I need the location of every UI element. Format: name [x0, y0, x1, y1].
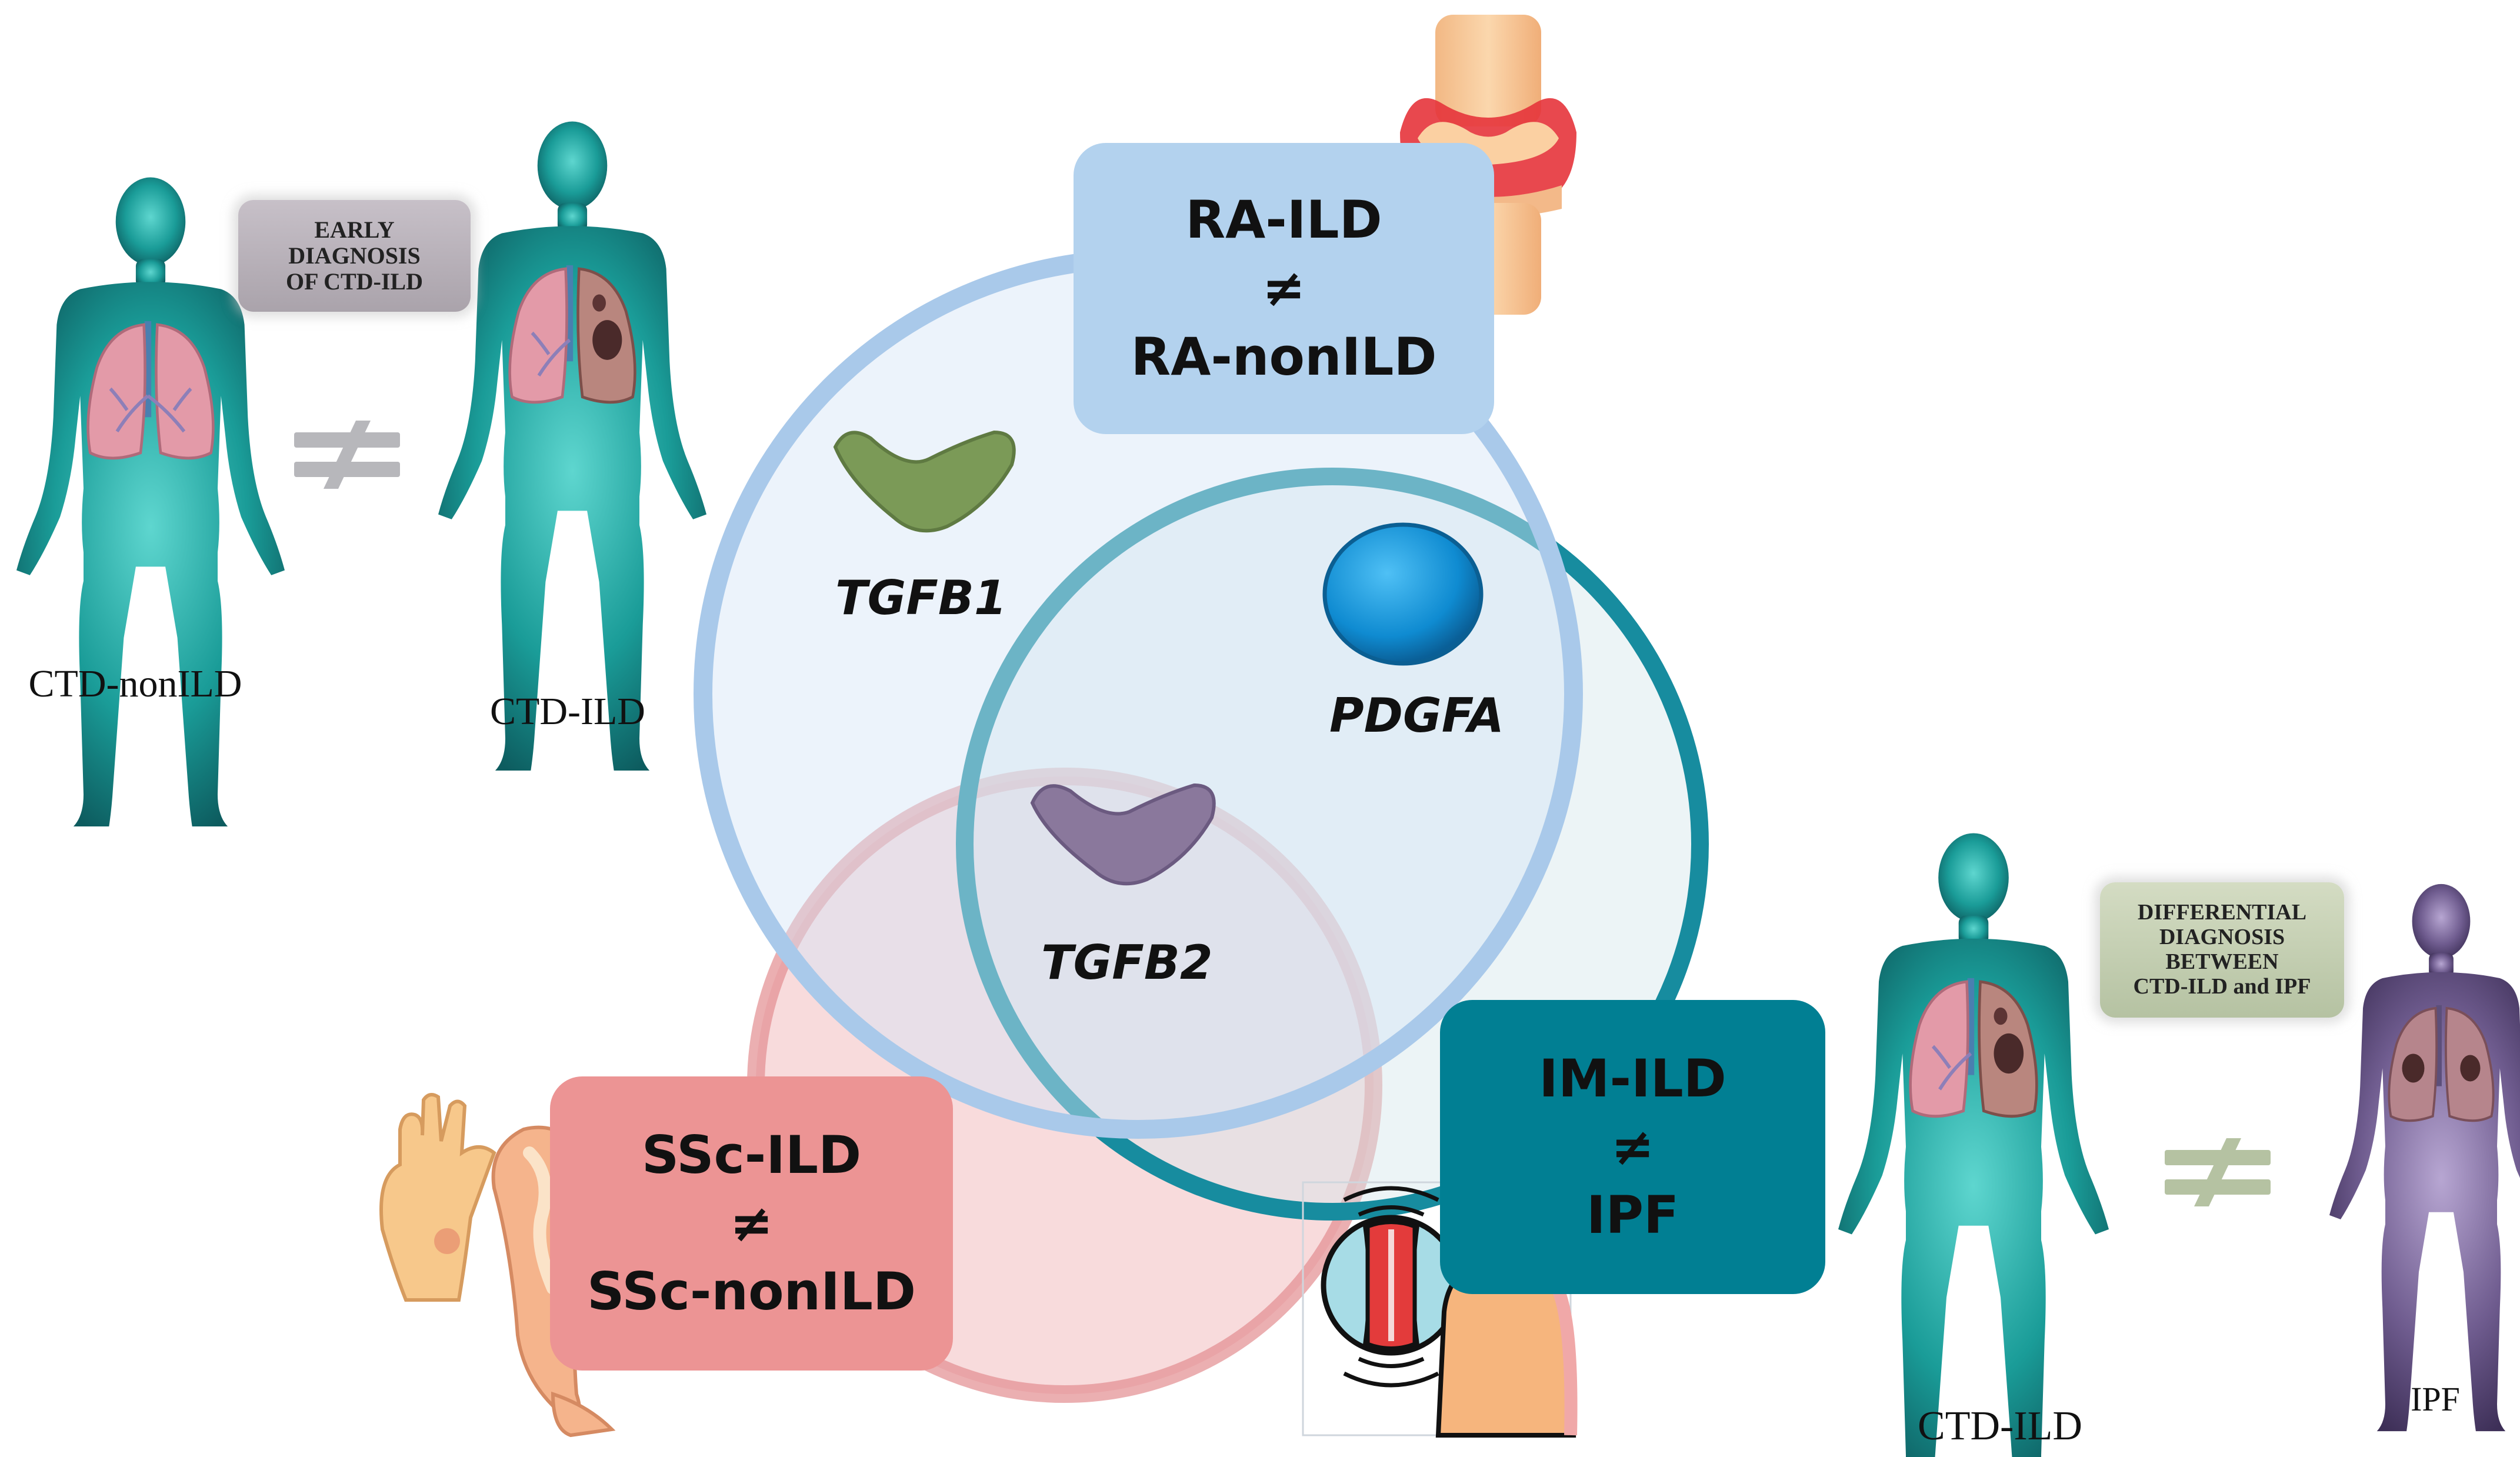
ctd-ild-body-icon — [438, 121, 706, 771]
ra-box-line2: RA-nonILD — [1131, 326, 1437, 387]
diff-note-line-2: DIAGNOSIS — [2159, 925, 2285, 950]
diff-note-line-1: DIFFERENTIAL — [2137, 900, 2307, 925]
ctd-nonild-caption: CTD-nonILD — [28, 662, 242, 705]
im-box-symbol: ≠ — [1611, 1116, 1655, 1177]
diff-note-line-4: CTD-ILD and IPF — [2133, 973, 2311, 999]
tgfb2-protein-icon — [1030, 783, 1216, 886]
ra-ild-box: RA-ILD ≠ RA-nonILD — [1074, 143, 1494, 434]
ctd-ild-right-body-icon — [1838, 833, 2109, 1457]
ssc-box-line2: SSc-nonILD — [586, 1261, 916, 1322]
diff-note-line-3: BETWEEN — [2165, 949, 2279, 974]
ssc-box-line1: SSc-ILD — [641, 1124, 862, 1185]
tgfb2-label: TGFB2 — [1041, 935, 1213, 990]
differential-diagnosis-note: DIFFERENTIAL DIAGNOSIS BETWEEN CTD-ILD a… — [2100, 882, 2344, 1018]
tgfb1-protein-icon — [833, 430, 1016, 533]
early-note-line-2: DIAGNOSIS — [288, 242, 421, 269]
im-box-line1: IM-ILD — [1539, 1048, 1726, 1109]
not-equal-sign-icon-right — [2165, 1138, 2271, 1206]
im-ild-box: IM-ILD ≠ IPF — [1440, 1000, 1825, 1294]
early-note-line-1: EARLY — [314, 216, 395, 243]
ctd-ild-caption: CTD-ILD — [490, 690, 645, 733]
ssc-ild-box: SSc-ILD ≠ SSc-nonILD — [550, 1076, 953, 1371]
ctd-ild-right-caption: CTD-ILD — [1918, 1403, 2082, 1449]
im-box-line2: IPF — [1586, 1185, 1679, 1246]
ssc-box-symbol: ≠ — [729, 1192, 774, 1253]
tgfb1-label: TGFB1 — [835, 571, 1007, 625]
early-diagnosis-note: EARLY DIAGNOSIS OF CTD-ILD — [238, 200, 471, 312]
early-note-line-3: OF CTD-ILD — [286, 268, 423, 295]
ra-box-line1: RA-ILD — [1185, 189, 1382, 251]
not-equal-sign-icon — [294, 421, 400, 489]
ra-box-symbol: ≠ — [1262, 258, 1306, 319]
ipf-body-icon — [2329, 883, 2520, 1432]
pdgfa-label: PDGFA — [1329, 688, 1504, 743]
ipf-caption: IPF — [2411, 1380, 2460, 1418]
pdgfa-protein-icon — [1322, 522, 1484, 666]
